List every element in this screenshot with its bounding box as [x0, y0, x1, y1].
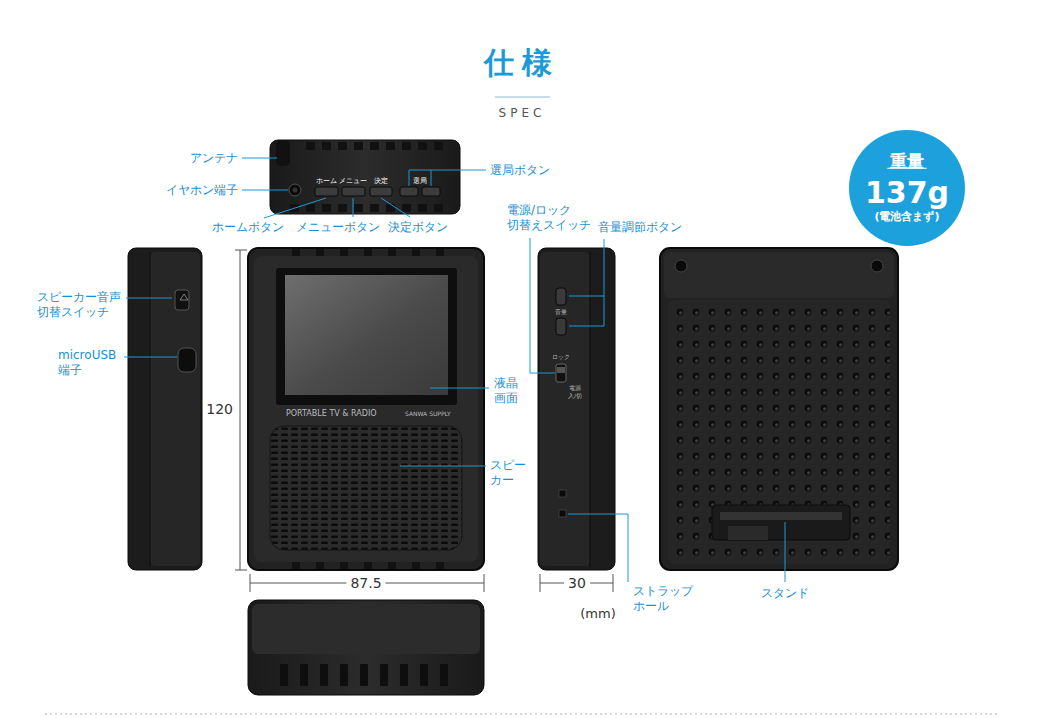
part-label: メニューボタン — [296, 220, 380, 235]
part-label: アンテナ — [190, 151, 238, 166]
dimension-value: 30 — [564, 575, 590, 593]
text-line: ホール — [633, 599, 693, 614]
device-print: 音量 — [555, 308, 567, 316]
part-label: スタンド — [761, 586, 809, 601]
part-label: 音量調節ボタン — [598, 220, 682, 235]
part-label: ストラップ ホール — [633, 584, 693, 614]
part-label: 決定ボタン — [388, 220, 448, 235]
footer-rule — [45, 714, 1000, 715]
part-label: 選局ボタン — [490, 163, 550, 178]
leader-lines — [124, 158, 785, 582]
part-label: 液晶 画面 — [494, 376, 518, 406]
device-print: PORTABLE TV & RADIO — [286, 409, 377, 419]
badge-text-stack: 重量 137g(電池含まず) — [849, 130, 965, 246]
part-label: スピーカー — [490, 458, 530, 488]
text-line: 端子 — [58, 363, 116, 378]
page-title: 仕様 — [484, 44, 560, 82]
part-label: ホームボタン — [212, 220, 284, 235]
button-print: ホーム — [316, 177, 337, 186]
device-print: SANWA SUPPLY — [405, 410, 451, 418]
front-view — [248, 248, 484, 570]
text-line: 電源 — [568, 384, 582, 392]
left-side-view — [128, 248, 202, 570]
badge-text: (電池含まず) — [874, 211, 939, 224]
text-line: ストラップ — [633, 584, 693, 599]
part-label: 電源/ロック 切替えスイッチ — [507, 203, 591, 233]
part-label: microUSB 端子 — [58, 348, 116, 378]
text-line: 切替スイッチ — [37, 305, 121, 320]
device-print: 電源 入/切 — [568, 384, 582, 399]
bottom-view — [248, 600, 484, 695]
dimension-value: 120 — [206, 401, 233, 419]
text-line: 電源/ロック — [507, 203, 591, 218]
weight-value: 137g — [865, 176, 949, 211]
text-line: スピーカー音声 — [37, 290, 121, 305]
button-print: 選局 — [413, 177, 427, 186]
title-rule — [495, 97, 550, 98]
unit-label: (mm) — [580, 606, 615, 622]
dimension-value: 87.5 — [346, 575, 385, 593]
badge-text: 重量 — [890, 152, 924, 172]
weight-badge: 重量 137g(電池含まず) — [849, 130, 965, 246]
back-view — [660, 248, 898, 570]
subtitle: SPEC — [499, 106, 546, 121]
text-line: 入/切 — [568, 392, 582, 400]
text-line: microUSB — [58, 348, 116, 363]
device-print: ロック — [552, 353, 570, 361]
button-print: メニュー — [339, 177, 367, 186]
text-line: 液晶 — [494, 376, 518, 391]
dimension-lines — [235, 250, 613, 592]
part-label: スピーカー音声 切替スイッチ — [37, 290, 121, 320]
text-line: 切替えスイッチ — [507, 218, 591, 233]
button-print: 決定 — [374, 177, 388, 186]
text-line: 画面 — [494, 391, 518, 406]
part-label: イヤホン端子 — [166, 183, 238, 198]
